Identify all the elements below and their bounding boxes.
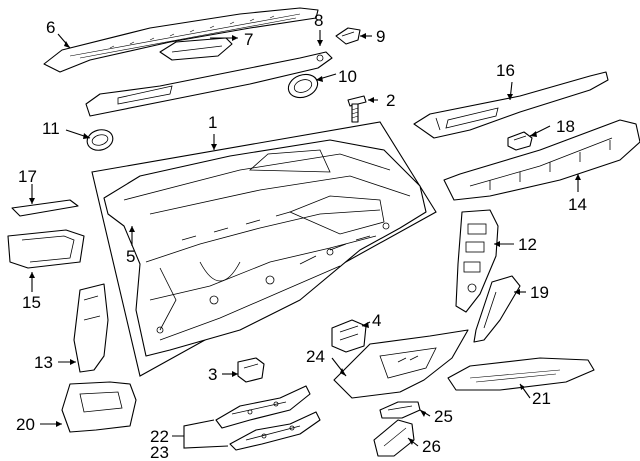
callout-6: 6 <box>46 18 55 37</box>
callout-17: 17 <box>18 167 37 186</box>
callout-24: 24 <box>306 347 325 366</box>
part-2-bolt <box>347 95 367 123</box>
part-9-clip <box>335 27 361 45</box>
part-11-round-vent-left <box>86 129 114 151</box>
part-10-round-vent <box>287 73 319 99</box>
part-3-small-switch <box>237 357 265 383</box>
part-18-fastener <box>507 131 533 151</box>
part-14-passenger-panel <box>443 119 640 201</box>
callout-14: 14 <box>568 195 587 214</box>
part-1-panel-carrier <box>91 121 437 377</box>
part-4-switch <box>331 319 367 353</box>
part-25-small-bezel <box>379 401 421 419</box>
callout-9: 9 <box>376 27 385 46</box>
part-6-dash-top-panel <box>43 7 319 73</box>
callout-22: 22 <box>150 427 169 446</box>
callout-25: 25 <box>434 407 453 426</box>
part-24-lower-center-panel <box>333 329 469 399</box>
part-17-trim-bar <box>11 199 79 217</box>
callout-3: 3 <box>208 365 217 384</box>
callout-11: 11 <box>42 119 60 138</box>
callout-23: 23 <box>150 443 169 461</box>
part-8-dash-trim-bezel <box>85 51 333 117</box>
callout-5: 5 <box>126 247 135 266</box>
callout-21: 21 <box>532 389 551 408</box>
part-22-lower-bracket <box>215 385 311 429</box>
part-19-side-trim <box>473 275 521 343</box>
callout-16: 16 <box>496 61 515 80</box>
part-16-upper-trim <box>413 71 609 139</box>
callout-20: 20 <box>16 415 35 434</box>
callout-7: 7 <box>244 30 253 49</box>
callout-26: 26 <box>422 437 441 456</box>
part-13-left-side-panel <box>73 283 109 373</box>
part-7-trim-insert <box>159 37 233 61</box>
callout-13: 13 <box>34 353 53 372</box>
part-23-lower-bracket-2 <box>229 411 321 451</box>
part-12-center-stack <box>455 209 499 313</box>
callout-19: 19 <box>530 283 549 302</box>
callout-labels: 6 7 8 9 10 2 11 1 5 16 18 14 17 15 12 19… <box>16 11 587 461</box>
callout-12: 12 <box>518 235 537 254</box>
callout-4: 4 <box>372 311 381 330</box>
leader-arrowheads <box>29 33 581 445</box>
part-15-end-cap <box>7 229 85 269</box>
callout-1: 1 <box>208 113 217 132</box>
callout-18: 18 <box>556 117 575 136</box>
callout-8: 8 <box>314 11 323 30</box>
callout-15: 15 <box>22 293 41 312</box>
callout-10: 10 <box>338 67 357 86</box>
part-20-kick-panel <box>61 381 137 433</box>
callout-2: 2 <box>386 91 395 110</box>
part-21-glove-box <box>447 357 595 391</box>
